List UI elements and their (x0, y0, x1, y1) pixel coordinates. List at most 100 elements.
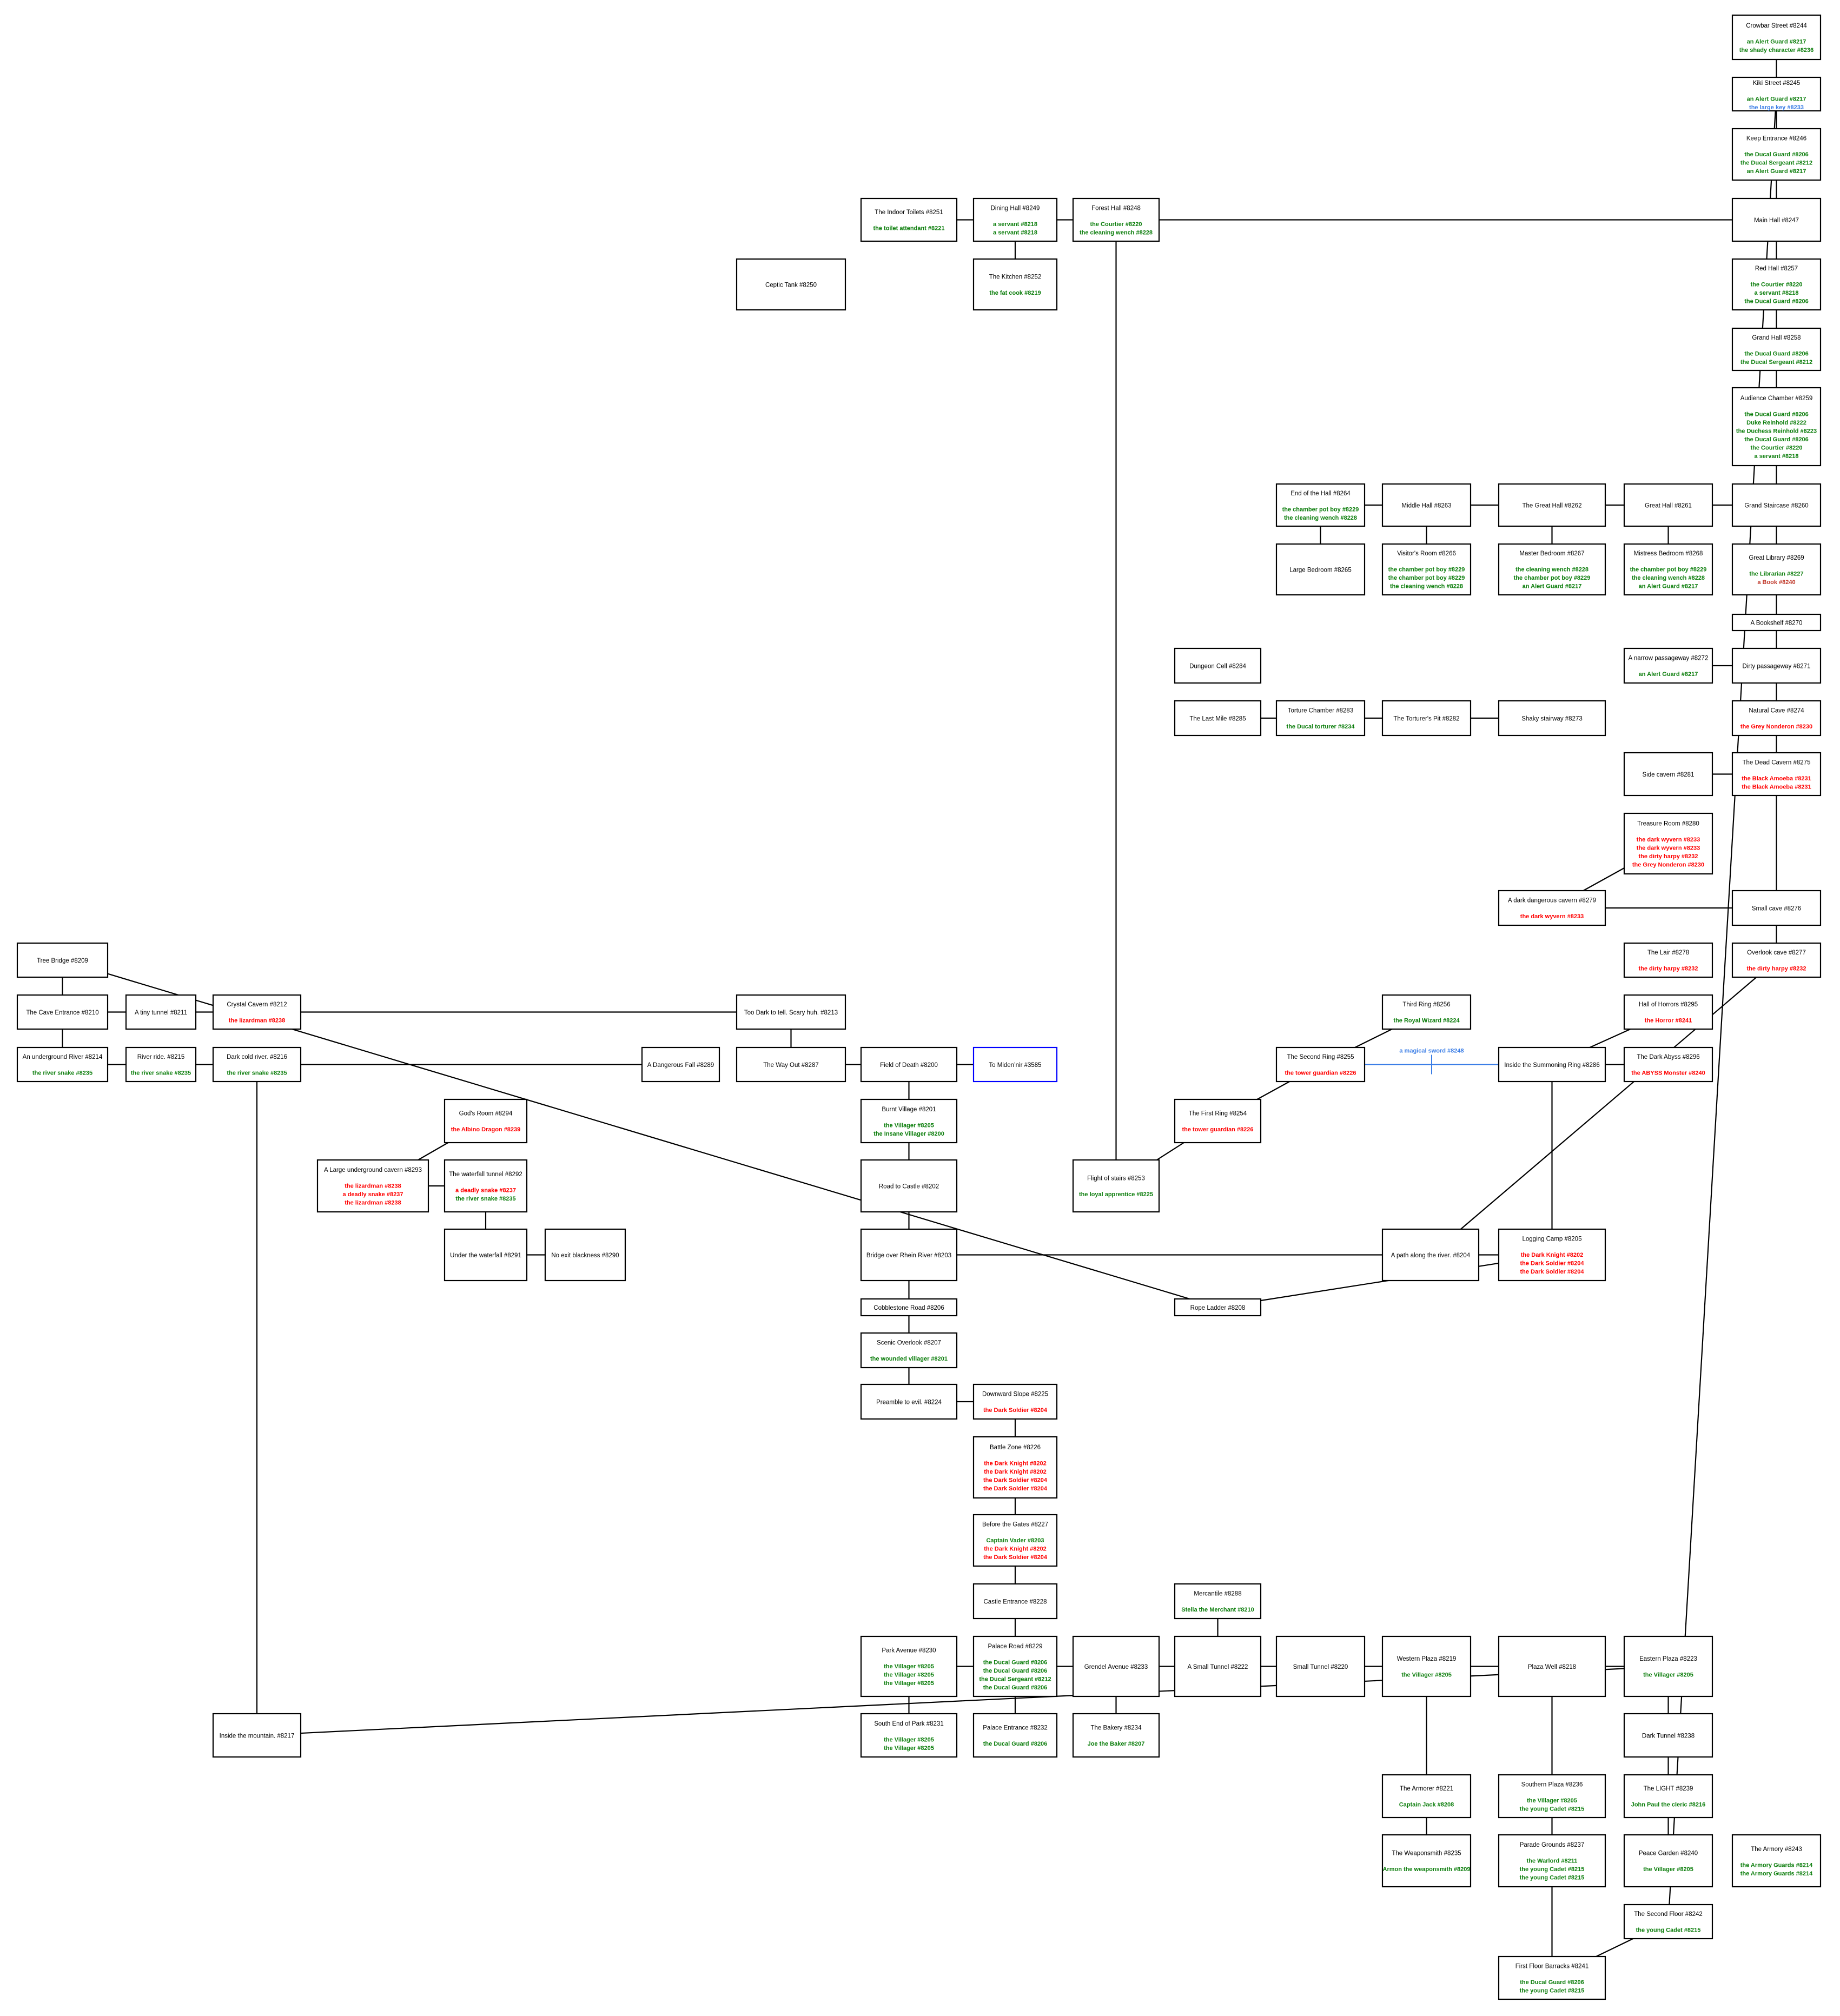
room-box[interactable] (444, 1098, 528, 1144)
room-box[interactable] (1072, 1159, 1160, 1213)
room-box[interactable] (1174, 700, 1262, 737)
room-box[interactable] (1381, 483, 1472, 527)
room-8202[interactable]: Road to Castle #8202 (860, 1159, 958, 1213)
room-8273[interactable]: Shaky stairway #8273 (1498, 700, 1606, 737)
room-box[interactable] (1381, 1635, 1472, 1697)
room-box[interactable] (1381, 994, 1472, 1030)
room-box[interactable] (1381, 700, 1472, 737)
room-8210[interactable]: The Cave Entrance #8210 (16, 994, 109, 1030)
room-box[interactable] (1731, 890, 1822, 926)
room-8206[interactable]: Cobblestone Road #8206 (860, 1298, 958, 1317)
room-box[interactable] (1731, 128, 1822, 181)
room-box[interactable] (1731, 1834, 1822, 1888)
room-box[interactable] (972, 197, 1058, 242)
room-box[interactable] (16, 994, 109, 1030)
room-box[interactable] (1174, 647, 1262, 684)
room-box[interactable] (125, 994, 197, 1030)
room-box[interactable] (972, 1635, 1058, 1697)
room-box[interactable] (860, 1228, 958, 1282)
room-box[interactable] (736, 1046, 846, 1083)
room-box[interactable] (212, 994, 302, 1030)
room-8271[interactable]: Dirty passageway #8271 (1731, 647, 1822, 684)
room-box[interactable] (1498, 890, 1606, 926)
room-box[interactable] (1731, 197, 1822, 242)
room-box[interactable] (1731, 647, 1822, 684)
room-8247[interactable]: Main Hall #8247 (1731, 197, 1822, 242)
room-8228[interactable]: Castle Entrance #8228 (972, 1583, 1058, 1620)
room-box[interactable] (1275, 1046, 1366, 1083)
room-box[interactable] (125, 1046, 197, 1083)
room-box[interactable] (1275, 700, 1366, 737)
room-box[interactable] (860, 1046, 958, 1083)
room-box[interactable] (972, 1383, 1058, 1420)
room-8209[interactable]: Tree Bridge #8209 (16, 942, 109, 978)
room-8218[interactable]: Plaza Well #8218 (1498, 1635, 1606, 1697)
room-box[interactable] (860, 1635, 958, 1697)
room-8211[interactable]: A tiny tunnel #8211 (125, 994, 197, 1030)
room-box[interactable] (1623, 752, 1713, 797)
room-box[interactable] (972, 1583, 1058, 1620)
room-box[interactable] (860, 1098, 958, 1144)
room-box[interactable] (736, 994, 846, 1030)
room-8290[interactable]: No exit blackness #8290 (544, 1228, 626, 1282)
room-8281[interactable]: Side cavern #8281 (1623, 752, 1713, 797)
room-box[interactable] (1623, 1904, 1713, 1940)
room-box[interactable] (444, 1228, 528, 1282)
room-8276[interactable]: Small cave #8276 (1731, 890, 1822, 926)
room-box[interactable] (972, 1046, 1058, 1083)
room-box[interactable] (1174, 1098, 1262, 1144)
room-box[interactable] (1174, 1583, 1262, 1620)
room-8203[interactable]: Bridge over Rhein River #8203 (860, 1228, 958, 1282)
room-box[interactable] (860, 1298, 958, 1317)
room-3585[interactable]: To Midenʼnir #3585 (972, 1046, 1058, 1083)
room-box[interactable] (736, 258, 846, 311)
room-box[interactable] (1731, 387, 1822, 467)
room-box[interactable] (860, 1713, 958, 1758)
room-box[interactable] (1731, 613, 1822, 632)
room-box[interactable] (212, 1046, 302, 1083)
room-box[interactable] (1623, 543, 1713, 596)
room-8261[interactable]: Great Hall #8261 (1623, 483, 1713, 527)
room-8285[interactable]: The Last Mile #8285 (1174, 700, 1262, 737)
room-box[interactable] (1623, 1046, 1713, 1083)
room-box[interactable] (444, 1159, 528, 1213)
room-box[interactable] (1498, 1046, 1606, 1083)
room-box[interactable] (1072, 1713, 1160, 1758)
room-box[interactable] (1731, 700, 1822, 737)
room-box[interactable] (641, 1046, 720, 1083)
room-box[interactable] (972, 258, 1058, 311)
room-box[interactable] (16, 1046, 109, 1083)
